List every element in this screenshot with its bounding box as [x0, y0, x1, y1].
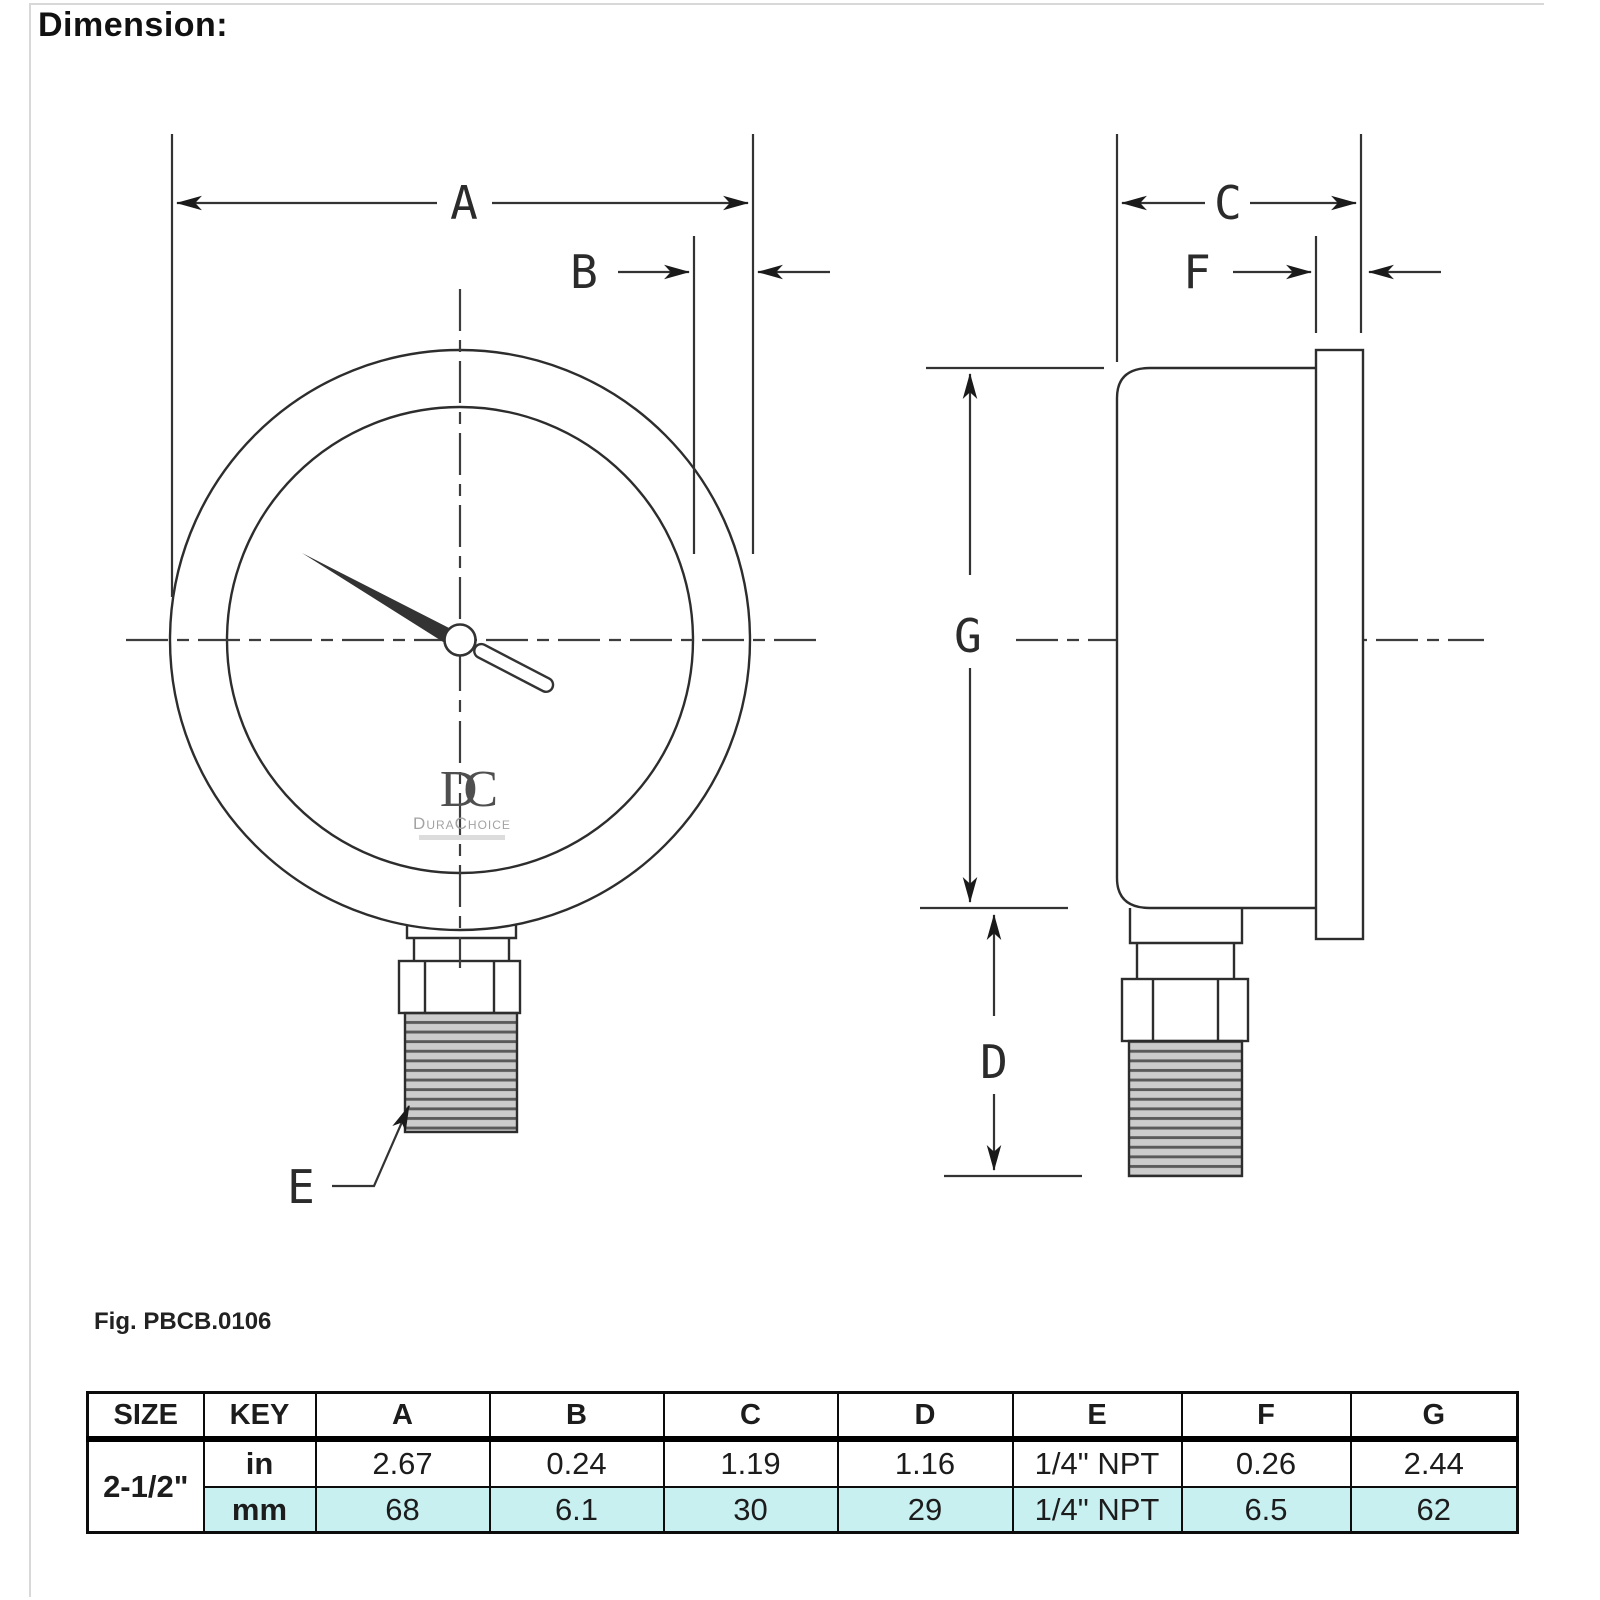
value-in-g: 2.44: [1349, 1438, 1519, 1488]
figure-caption: Fig. PBCB.0106: [94, 1308, 272, 1335]
side-hex-facets: [1151, 979, 1220, 1041]
value-in-d: 1.16: [836, 1438, 1014, 1488]
label-g: G: [954, 609, 982, 663]
gauge-needle-group: DC DuraChoice: [302, 553, 555, 840]
needle-hub: [443, 623, 477, 657]
front-neck: [412, 938, 511, 961]
side-hex-nut: [1120, 977, 1250, 1043]
value-mm-e: 1/4" NPT: [1011, 1486, 1183, 1534]
col-header-c: C: [662, 1391, 839, 1442]
label-d: D: [980, 1035, 1008, 1089]
label-e: E: [287, 1160, 315, 1214]
front-collar-lip: [405, 924, 518, 940]
gauge-dimension-drawing: D C DuraChoice: [126, 134, 1484, 1214]
dim-e-leader: [332, 1105, 411, 1188]
page-title: Dimension:: [38, 6, 229, 44]
label-a: A: [450, 176, 478, 230]
front-stem: [397, 924, 522, 1134]
col-header-d: D: [836, 1391, 1014, 1442]
side-neck-step2: [1135, 943, 1236, 979]
side-stem: [1120, 908, 1250, 1178]
table-header-row: SIZE KEY A B C D E F G: [86, 1391, 1519, 1442]
col-header-a: A: [314, 1391, 491, 1442]
value-mm-f: 6.5: [1180, 1486, 1352, 1534]
table-row-millimeters: mm 68 6.1 30 29 1/4" NPT 6.5 62: [88, 1486, 1519, 1534]
col-header-f: F: [1180, 1391, 1352, 1442]
col-header-key: KEY: [202, 1391, 317, 1442]
needle-pointer: [302, 553, 453, 645]
col-header-g: G: [1349, 1391, 1519, 1442]
needle-counterweight: [473, 642, 555, 693]
value-mm-a: 68: [314, 1486, 491, 1534]
key-cell-in: in: [202, 1438, 317, 1488]
value-mm-g: 62: [1349, 1486, 1519, 1534]
col-header-size: SIZE: [86, 1391, 205, 1442]
key-cell-mm: mm: [202, 1486, 317, 1534]
table-row-inches: 2-1/2" in 2.67 0.24 1.19 1.16 1/4" NPT 0…: [86, 1438, 1519, 1534]
col-header-b: B: [488, 1391, 665, 1442]
value-in-a: 2.67: [314, 1438, 491, 1488]
side-neck-step1: [1128, 908, 1244, 945]
front-hex-nut: [397, 959, 522, 1015]
value-in-e: 1/4" NPT: [1011, 1438, 1183, 1488]
value-in-c: 1.19: [662, 1438, 839, 1488]
value-mm-b: 6.1: [488, 1486, 665, 1534]
logo-subtext-bar: [419, 835, 505, 840]
col-header-e: E: [1011, 1391, 1183, 1442]
side-threads: [1127, 1039, 1244, 1178]
front-hex-facets: [423, 961, 496, 1013]
label-f: F: [1183, 245, 1211, 299]
side-case-body: [1115, 366, 1316, 910]
side-flange: [1314, 348, 1365, 941]
dimension-labels: A B C D E F G: [287, 176, 1242, 1214]
front-threads: [403, 1011, 519, 1134]
value-in-b: 0.24: [488, 1438, 665, 1488]
dimension-linework: [170, 134, 1441, 1188]
logo-name: DuraChoice: [413, 814, 511, 833]
size-cell: 2-1/2": [86, 1438, 205, 1534]
label-b: B: [570, 245, 598, 299]
value-mm-c: 30: [662, 1486, 839, 1534]
value-in-f: 0.26: [1180, 1438, 1352, 1488]
label-c: C: [1214, 176, 1242, 230]
side-view: [1115, 348, 1365, 1178]
page-top-border: [29, 3, 1544, 5]
dimension-table: SIZE KEY A B C D E F G 2-1/2" in 2.67 0.…: [86, 1391, 1519, 1534]
value-mm-d: 29: [836, 1486, 1014, 1534]
dimension-table-wrap: SIZE KEY A B C D E F G 2-1/2" in 2.67 0.…: [86, 1391, 1519, 1534]
page-left-border: [29, 3, 31, 1597]
